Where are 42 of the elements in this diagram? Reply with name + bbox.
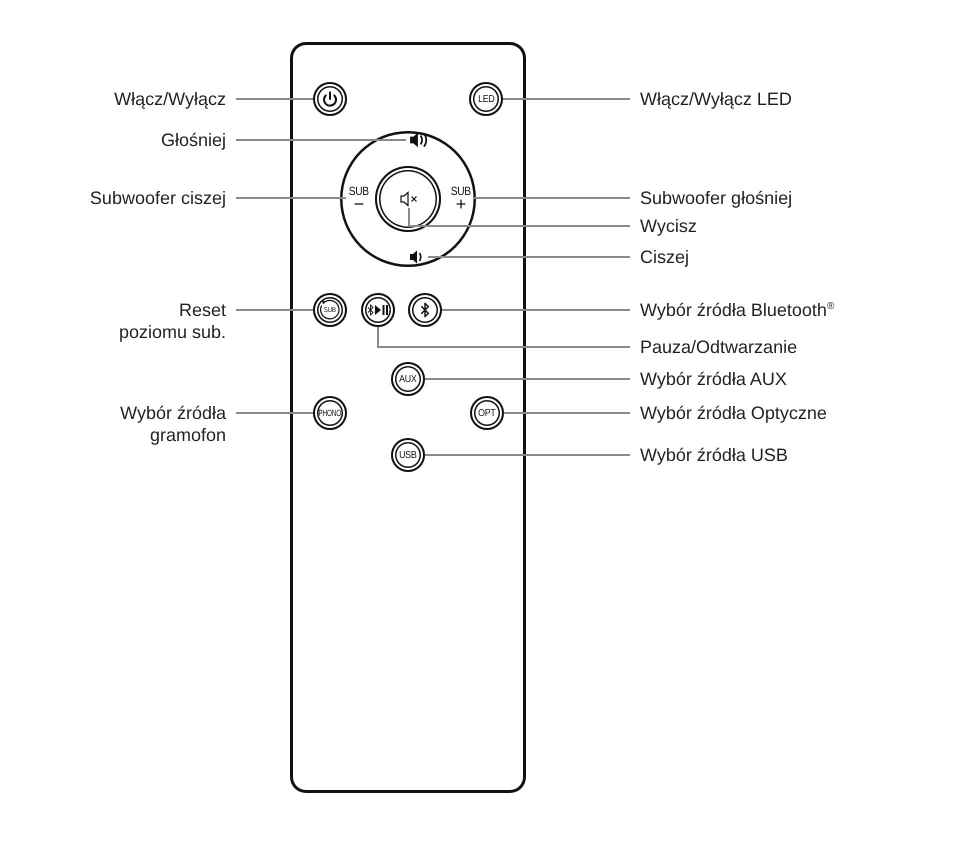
leader-line [425, 378, 630, 380]
callout-label: Subwoofer ciszej [26, 187, 226, 209]
leader-line [408, 208, 630, 227]
leader-line [236, 139, 406, 141]
leader-line [428, 256, 630, 258]
callout-label: Wybór źródła Bluetooth$^{®}$ [640, 299, 940, 321]
round-button: AUX [391, 362, 425, 396]
callout-label: Głośniej [26, 129, 226, 151]
callout-label: Reset poziomu sub. [114, 299, 226, 343]
callout-label: Włącz/Wyłącz [26, 88, 226, 110]
round-button: LED [469, 82, 503, 116]
callout-label: Wybór źródła AUX [640, 368, 940, 390]
round-button [361, 293, 395, 327]
leader-line [236, 98, 313, 100]
button-label: SUB [451, 185, 471, 197]
round-button: USB [391, 438, 425, 472]
callout-label: Wybór źródła gramofon [100, 402, 226, 446]
round-button: OPT [470, 396, 504, 430]
callout-label: Wycisz [640, 215, 940, 237]
mute-speaker-icon [398, 190, 420, 208]
leader-line [425, 454, 630, 456]
leader-line [503, 98, 630, 100]
leader-line [236, 309, 313, 311]
leader-line [504, 412, 630, 414]
round-button [408, 293, 442, 327]
callout-label: Wybór źródła USB [640, 444, 940, 466]
button-label: SUB [349, 185, 369, 197]
leader-line [474, 197, 630, 199]
leader-line [377, 327, 630, 348]
leader-line [442, 309, 630, 311]
remote-body [290, 42, 526, 793]
callout-label: Ciszej [640, 246, 940, 268]
leader-line [236, 197, 346, 199]
callout-label: Włącz/Wyłącz LED [640, 88, 940, 110]
leader-line [236, 412, 313, 414]
sign-label: − [354, 197, 364, 211]
sign-label: + [456, 197, 466, 211]
callout-label: Subwoofer głośniej [640, 187, 940, 209]
callout-label: Pauza/Odtwarzanie [640, 336, 940, 358]
callout-label: Wybór źródła Optyczne [640, 402, 940, 424]
round-button: PHONO [313, 396, 347, 430]
round-button [313, 82, 347, 116]
